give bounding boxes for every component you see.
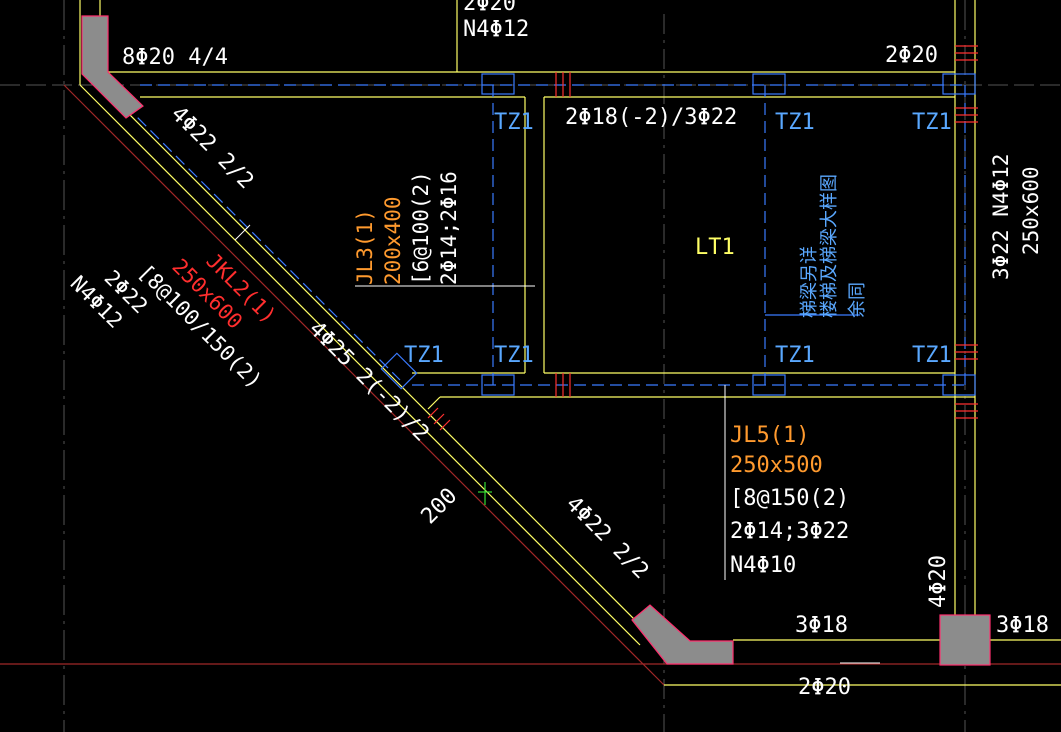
label-stair-note-2: 梯梁另详 xyxy=(799,246,820,318)
label-rebar-2d18: 2Φ18(-2)/3Φ22 xyxy=(565,105,737,130)
label-diag-top-bar: 4Φ22 2/2 xyxy=(166,102,259,195)
label-tz1: TZ1 xyxy=(775,110,815,135)
label-jl3-size: 200x400 xyxy=(381,196,405,285)
post-marker xyxy=(481,374,515,396)
post-marker xyxy=(752,374,786,396)
label-jl5-size: 250x500 xyxy=(730,453,823,478)
label-tz1: TZ1 xyxy=(494,343,534,368)
label-tz1: TZ1 xyxy=(912,110,952,135)
stair-note: 楼梯及梯梁大样图 梯梁另详 余同 xyxy=(799,174,868,318)
label-bar-4d20: 4Φ20 xyxy=(926,555,951,608)
label-tz1: TZ1 xyxy=(494,110,534,135)
dimension-mark xyxy=(478,482,492,505)
beam-outlines xyxy=(79,0,1061,686)
post-marker xyxy=(942,73,976,95)
post-marker xyxy=(380,352,418,390)
label-lt1: LT1 xyxy=(695,235,735,260)
column-diagonal-bottom xyxy=(631,604,734,665)
label-bar-3d18-a: 3Φ18 xyxy=(795,613,848,638)
label-dim-200: 200 xyxy=(417,483,463,529)
label-bar-3d18-b: 3Φ18 xyxy=(996,613,1049,638)
right-beam-label: 3Φ22 N4Φ12 250x600 xyxy=(989,154,1043,280)
label-tz1: TZ1 xyxy=(775,343,815,368)
label-jl5-n4: N4Φ10 xyxy=(730,553,796,578)
label-rebar-8d20: 8Φ20 4/4 xyxy=(122,45,228,70)
post-marker xyxy=(481,73,515,95)
label-right-beam-1: 3Φ22 N4Φ12 xyxy=(989,154,1013,280)
label-jl3-stirrup: [6@100(2) xyxy=(409,171,433,285)
column-bottom-right xyxy=(939,614,991,666)
label-right-beam-2: 250x600 xyxy=(1019,166,1043,255)
label-stair-note-3: 余同 xyxy=(847,282,868,318)
post-marker xyxy=(942,374,976,396)
label-top-n4: N4Φ12 xyxy=(463,17,529,42)
rebar-dashed-lines xyxy=(124,84,966,386)
label-jl3-bars: 2Φ14;2Φ16 xyxy=(437,171,461,285)
rebar-tick-marks xyxy=(427,45,978,431)
post-marker xyxy=(752,73,786,95)
label-bar-2d20-bot: 2Φ20 xyxy=(798,675,851,700)
label-tz1: TZ1 xyxy=(912,343,952,368)
tz1-post-markers xyxy=(380,73,976,396)
jl3-label: JL3(1) 200x400 [6@100(2) 2Φ14;2Φ16 xyxy=(353,171,461,285)
label-top-partial: 2Φ20 xyxy=(463,0,516,16)
red-axis-lines xyxy=(0,84,1061,686)
label-jl5-bars: 2Φ14;3Φ22 xyxy=(730,519,849,544)
label-diag-bot-bar: 4Φ22 2/2 xyxy=(561,492,654,585)
jkl2-label: JKL2(1) 250x600 [8@100/150(2) 2Φ22 N4Φ12 xyxy=(66,249,281,394)
label-diag-mid-bar: 4Φ25 2(-2)/2 xyxy=(304,317,434,447)
jl5-label: JL5(1) 250x500 [8@150(2) 2Φ14;3Φ22 N4Φ10 xyxy=(730,423,849,578)
concrete-columns xyxy=(81,15,991,666)
label-jl5-name: JL5(1) xyxy=(730,423,809,448)
label-jl5-stirrup: [8@150(2) xyxy=(730,486,849,511)
column-top-left xyxy=(81,15,144,119)
label-stair-note-1: 楼梯及梯梁大样图 xyxy=(819,174,840,318)
leader-lines xyxy=(234,224,880,664)
label-tz1: TZ1 xyxy=(404,343,444,368)
label-jl3-name: JL3(1) xyxy=(353,209,377,285)
annotations: 2Φ20 N4Φ12 8Φ20 4/4 2Φ20 2Φ18(-2)/3Φ22 T… xyxy=(66,0,1049,700)
label-rebar-2d20-top: 2Φ20 xyxy=(885,43,938,68)
